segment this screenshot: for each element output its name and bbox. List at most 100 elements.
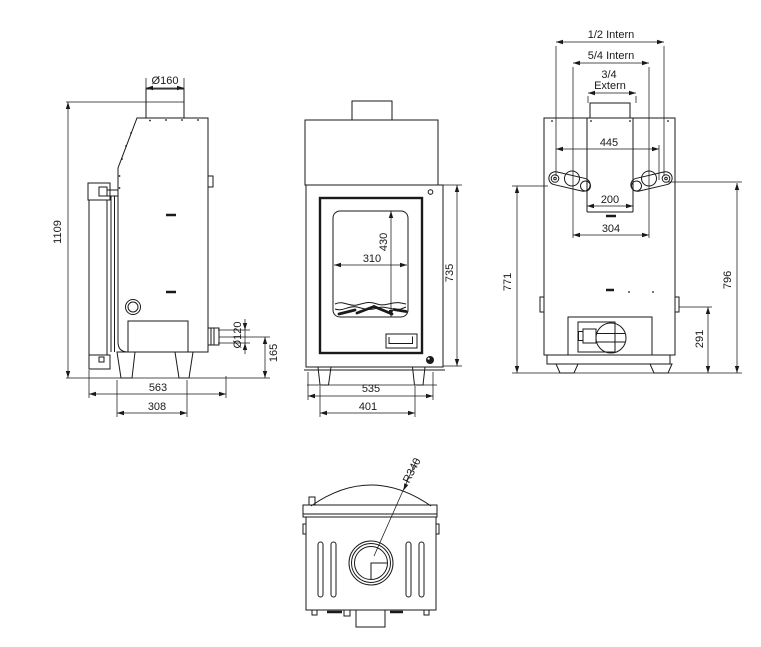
rear-tab-2: [343, 609, 351, 617]
door-latch-knob[interactable]: [426, 356, 434, 364]
side-legs: [116, 351, 194, 379]
lug-right-small-port: [661, 174, 671, 183]
dim-label-height-left: 771: [502, 273, 514, 291]
dim-label-height-right: 796: [722, 271, 734, 289]
base-plate-back: [546, 354, 671, 365]
door-latch-knob-highlight: [427, 357, 430, 360]
curved-front-edge: [310, 484, 432, 507]
log-set: [337, 305, 408, 316]
damper-motor-mount: [578, 331, 584, 341]
vent-slot-2: [330, 541, 337, 598]
dim-label-conn-three-quarter: 3/4: [601, 69, 616, 81]
stove-body-back: [543, 117, 676, 356]
dim-label-total-height: 1109: [52, 220, 64, 244]
rear-tab-3: [423, 609, 430, 616]
front-extension-lines: [307, 184, 462, 417]
vent-slot-1: [317, 541, 324, 598]
dim-label-rear-outlet-height: 165: [268, 344, 280, 362]
side-pipe-coupling-outer: [125, 299, 141, 315]
dim-label-front-radius: R340: [401, 456, 424, 485]
back-legs: [555, 363, 673, 374]
back-dimension-arrows: [514, 39, 740, 374]
front-view-dimensions: 430 310 735 535 401: [307, 184, 462, 417]
rear-channel-top: [355, 609, 386, 628]
dim-label-recess-width: 200: [601, 194, 619, 206]
radius-leader-arrow: [403, 483, 409, 491]
side-dimension-arrows: [65, 85, 268, 416]
door-glass: [332, 210, 409, 318]
front-dimension-arrows: [308, 185, 460, 416]
flue-quarter-mark: [370, 562, 388, 580]
dim-label-recess-outer-width: 304: [602, 223, 620, 235]
top-view-dimensions: R340: [373, 456, 424, 557]
dim-label-feet-width: 401: [359, 401, 377, 413]
side-view-body: [87, 88, 220, 379]
flue-collar-back: [589, 102, 631, 119]
water-lug-left: [548, 171, 591, 192]
top-plate-flange: [302, 504, 438, 518]
dim-label-depth: 563: [149, 382, 167, 394]
stove-body-side: [117, 117, 209, 353]
back-tab-right: [674, 296, 680, 313]
door-handle-lever: [388, 336, 413, 344]
weld-marks-back: [551, 120, 669, 293]
front-view-body: [304, 100, 445, 386]
heat-exchanger-box: [304, 119, 439, 186]
back-view-body: [539, 102, 680, 374]
top-tab-left: [302, 523, 307, 535]
back-tab-left: [539, 296, 545, 313]
vent-slot-4: [418, 541, 425, 598]
side-dimension-lines: [67, 87, 266, 414]
rear-outlet-flange: [210, 328, 215, 345]
flue-opening-outer: [348, 540, 394, 586]
air-damper-disc[interactable]: [595, 322, 627, 354]
dim-label-fan-outlet-height: 291: [694, 330, 706, 348]
lug-left-small-port: [550, 174, 560, 183]
dim-label-conn-five-quarter: 5/4 Intern: [588, 50, 634, 62]
flue-collar-front: [351, 100, 393, 121]
side-tab: [207, 175, 214, 188]
dim-label-rear-outlet-diameter: Ø120: [232, 322, 244, 349]
stove-body-front: [305, 184, 444, 368]
flue-opening-ring: [351, 543, 391, 583]
dim-label-top-width: 445: [600, 137, 618, 149]
radius-leader-line: [373, 458, 418, 557]
top-tab-right: [435, 523, 440, 535]
hinge-pin: [427, 189, 434, 195]
lug-right-small-port-center: [664, 176, 668, 181]
dim-label-feet-depth: 308: [148, 401, 166, 413]
lug-right-boss: [631, 180, 642, 192]
side-view-dimensions: Ø160 1109 Ø120 165 563 308: [52, 75, 280, 417]
blower-housing: [567, 316, 653, 356]
dim-label-conn-half: 1/2 Intern: [588, 29, 634, 41]
rear-gap-lines: [107, 189, 118, 352]
back-view: 1/2 Intern 5/4 Intern 3/4 Extern 445 200…: [502, 29, 742, 374]
top-view-body: [302, 484, 440, 628]
damper-motor: [582, 328, 597, 344]
rear-panel: [88, 199, 108, 356]
damper-slots: [596, 333, 626, 343]
dim-label-flue-diameter: Ø160: [152, 75, 179, 87]
back-extension-lines: [512, 46, 742, 374]
side-pipe-coupling-inner: [127, 301, 139, 313]
flange-tab: [308, 496, 316, 506]
back-view-dimensions: 1/2 Intern 5/4 Intern 3/4 Extern 445 200…: [502, 29, 742, 374]
flue-collar-side: [145, 88, 185, 119]
rear-bracket-notch: [98, 186, 108, 197]
seam-dashes-side: [166, 213, 176, 294]
rear-panel-foot: [88, 354, 111, 370]
front-dimension-lines: [308, 185, 458, 414]
lug-left-small-port-center: [553, 176, 557, 181]
rear-foot-notch: [98, 356, 105, 363]
lug-left-large-port: [564, 170, 580, 187]
rear-tab-1: [311, 609, 318, 616]
lug-left-boss: [580, 180, 591, 192]
dim-label-width: 535: [362, 383, 380, 395]
dim-label-conn-three-quarter-2: Extern: [594, 80, 626, 92]
dim-label-glass-width: 310: [363, 253, 381, 265]
top-view: R340: [302, 456, 440, 628]
seam-dashes-back: [606, 214, 616, 292]
ash-box-side: [127, 320, 189, 353]
